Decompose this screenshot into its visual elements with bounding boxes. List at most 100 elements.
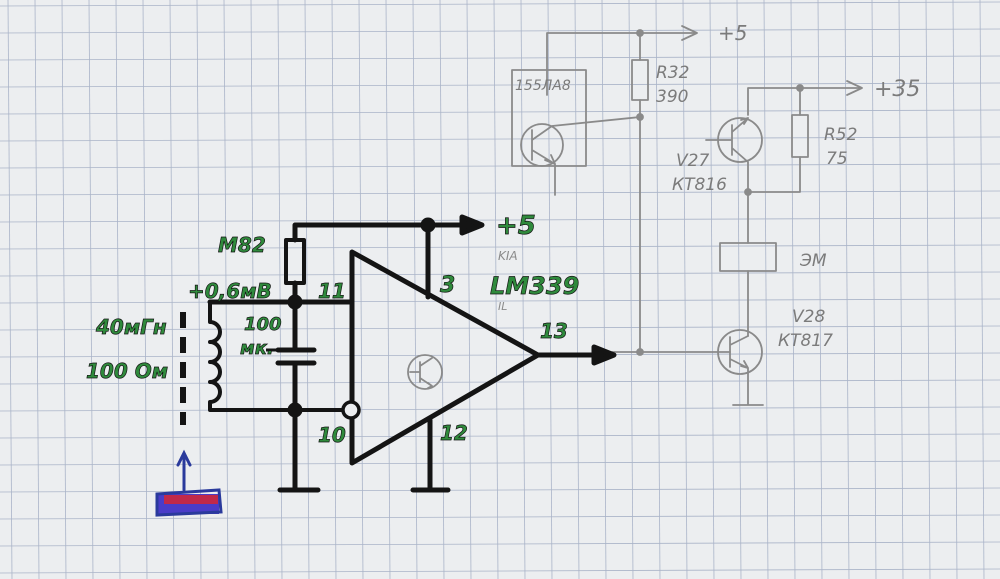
grid-line bbox=[142, 0, 148, 579]
grid-line bbox=[0, 541, 1000, 547]
grid-line bbox=[979, 0, 985, 579]
output-arrow bbox=[591, 344, 617, 366]
magnet-group bbox=[155, 449, 223, 517]
grid-line bbox=[925, 0, 931, 579]
label-pin13: 13 bbox=[540, 319, 568, 343]
junction-node bbox=[287, 402, 303, 418]
grid-line bbox=[0, 109, 1000, 115]
label-cap-100: 100 bbox=[244, 314, 282, 335]
label-kia: KIA bbox=[498, 249, 518, 263]
pencil-la8-transistor-body bbox=[520, 123, 564, 167]
label-100om: 100 Ом bbox=[86, 359, 168, 383]
pencil-label-155la8: 155ЛА8 bbox=[515, 78, 571, 94]
grid-line bbox=[0, 352, 1000, 358]
grid-line bbox=[817, 0, 823, 579]
pencil-plus5-rail bbox=[546, 32, 696, 96]
grid-line bbox=[682, 0, 688, 579]
pencil-label-75: 75 bbox=[826, 149, 848, 169]
pencil-circuit bbox=[407, 25, 863, 406]
supply-arrow bbox=[459, 214, 485, 236]
grid-line bbox=[0, 271, 1000, 277]
pencil-label-kt817: КТ817 bbox=[778, 331, 833, 351]
grid-line bbox=[0, 55, 1000, 61]
label-plus-06mv: +0,6мВ bbox=[188, 279, 272, 303]
grid-line bbox=[277, 0, 283, 579]
grid-line bbox=[0, 163, 1000, 169]
pencil-label-r32: R32 bbox=[656, 63, 689, 83]
pencil-label-390: 390 bbox=[656, 87, 688, 107]
pencil-label-kt816: КТ816 bbox=[672, 175, 727, 195]
grid-line bbox=[466, 0, 472, 579]
grid-line bbox=[628, 0, 634, 579]
grid-line bbox=[0, 460, 1000, 466]
ink-circuit bbox=[180, 214, 617, 493]
grid-line bbox=[0, 298, 1000, 304]
grid-line bbox=[0, 568, 1000, 574]
junction-node bbox=[420, 217, 436, 233]
pencil-v27-transistor bbox=[705, 117, 749, 193]
grid-line bbox=[547, 0, 553, 579]
grid-line bbox=[34, 0, 40, 579]
grid-line bbox=[736, 0, 742, 579]
grid-line bbox=[0, 325, 1000, 331]
supply-line bbox=[292, 222, 465, 243]
grid-line bbox=[0, 82, 1000, 88]
grid-line bbox=[439, 0, 445, 579]
grid-line bbox=[88, 0, 94, 579]
grid-line bbox=[0, 28, 1000, 34]
grid-line bbox=[331, 0, 337, 579]
grid-line bbox=[250, 0, 256, 579]
grid-line bbox=[709, 0, 715, 579]
pencil-v28-transistor bbox=[729, 335, 764, 406]
label-plus5: +5 bbox=[496, 211, 536, 241]
grid-line bbox=[223, 0, 229, 579]
grid-line bbox=[952, 0, 958, 579]
grid-line bbox=[0, 136, 1000, 142]
grid-line bbox=[763, 0, 769, 579]
grid-line bbox=[169, 0, 175, 579]
grid-line bbox=[0, 244, 1000, 250]
grid-line bbox=[7, 0, 13, 579]
grid-line bbox=[520, 0, 526, 579]
pin10-inverting-bubble bbox=[341, 400, 361, 420]
grid-line bbox=[790, 0, 796, 579]
pencil-label-plus5-top: +5 bbox=[718, 21, 747, 45]
pencil-ic-box bbox=[511, 69, 587, 167]
grid-line bbox=[493, 0, 499, 579]
label-pin3: 3 bbox=[440, 273, 455, 298]
grid-line bbox=[0, 433, 1000, 439]
magnet-outline bbox=[155, 488, 223, 517]
pencil-plus5-arrow bbox=[681, 25, 698, 41]
pencil-plus35-arrow bbox=[846, 80, 863, 96]
pencil-plus35-rail bbox=[747, 87, 861, 116]
grid-line bbox=[358, 0, 364, 579]
label-pin10: 10 bbox=[318, 423, 346, 447]
ink-labels: M82 +0,6мВ 40мГн 100 Ом 100 мк. 11 3 +5 … bbox=[86, 211, 580, 448]
pencil-label-v27: V27 bbox=[676, 151, 709, 171]
grid-line bbox=[0, 514, 1000, 520]
pencil-label-em: ЭМ bbox=[799, 251, 827, 271]
comparator-triangle bbox=[349, 249, 541, 466]
grid-line bbox=[0, 190, 1000, 196]
grid-line bbox=[0, 379, 1000, 385]
grid-line bbox=[898, 0, 904, 579]
label-m82: M82 bbox=[218, 233, 266, 257]
grid-line bbox=[655, 0, 661, 579]
label-pin12: 12 bbox=[440, 421, 468, 445]
grid-line bbox=[0, 406, 1000, 412]
label-40mgn: 40мГн bbox=[95, 315, 167, 339]
grid-line bbox=[844, 0, 850, 579]
label-pin11: 11 bbox=[318, 279, 346, 303]
pencil-node bbox=[636, 348, 644, 356]
grid-line bbox=[871, 0, 877, 579]
capacitor-100mk bbox=[275, 299, 321, 493]
grid-line bbox=[574, 0, 580, 579]
pencil-label-plus35: +35 bbox=[874, 77, 920, 102]
junction-node bbox=[287, 294, 303, 310]
grid-line bbox=[61, 0, 67, 579]
pencil-labels: 155ЛА8 R32 390 +5 +35 R52 75 V27 КТ816 Э… bbox=[515, 21, 920, 351]
